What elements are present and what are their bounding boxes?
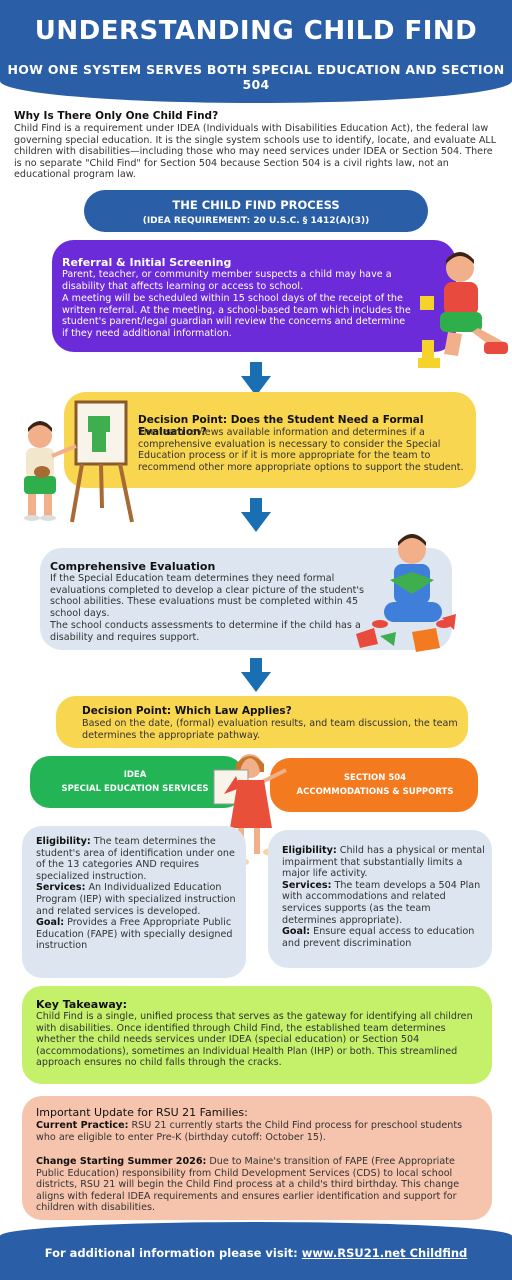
key-takeaway-text: Child Find is a single, unified process … [36,1011,473,1069]
change-2026-label: Change Starting Summer 2026: [36,1156,207,1167]
arrow-down-icon [241,362,271,396]
section-504-services-text: The team develops a 504 Plan with accomm… [282,879,481,926]
evaluation-card [40,548,452,650]
referral-heading: Referral & Initial Screening [62,256,232,269]
key-takeaway-card [22,986,492,1084]
footer-banner [0,1222,512,1280]
child-playing-blocks-illustration [418,252,508,368]
decision-evaluation-text: The team reviews available information a… [138,427,464,473]
arrow-down-icon [241,658,271,692]
intro-heading: Why Is There Only One Child Find? [14,110,219,122]
decision-law-text: Based on the date, (formal) evaluation r… [82,718,458,741]
process-title: THE CHILD FIND PROCESS [172,198,340,212]
current-practice-text: RSU 21 currently starts the Child Find p… [36,1120,463,1143]
child-painting-illustration [24,400,134,523]
page-subtitle: HOW ONE SYSTEM SERVES BOTH SPECIAL EDUCA… [7,62,505,92]
child-drawing-illustration [213,754,287,866]
current-practice-label: Current Practice: [36,1120,129,1131]
evaluation-text-1: If the Special Education team determines… [50,573,364,619]
section-504-eligibility-text: Child has a physical or mental impairmen… [282,845,485,880]
idea-details: Eligibility: The team determines the stu… [36,836,240,952]
section-504-card [268,830,492,968]
arrow-down-icon [241,498,271,532]
header-banner [0,0,512,103]
section-504-title: SECTION 504 [343,773,407,783]
section-504-eligibility-label: Eligibility: [282,845,337,856]
current-practice: Current Practice: RSU 21 currently start… [36,1120,482,1143]
section-504-banner [270,758,478,812]
page-title: UNDERSTANDING CHILD FIND [34,16,478,46]
idea-eligibility-label: Eligibility: [36,836,91,847]
evaluation-heading: Comprehensive Evaluation [50,560,216,573]
idea-goal-label: Goal: [36,917,65,929]
section-504-details: Eligibility: Child has a physical or men… [282,845,486,949]
referral-text-1: Parent, teacher, or community member sus… [62,269,392,292]
section-504-goal-label: Goal: [282,926,311,938]
idea-services-label: Services: [36,882,86,894]
change-2026-text: Due to Maine's transition of FAPE (Free … [36,1156,460,1214]
important-update-heading: Important Update for RSU 21 Families: [36,1106,248,1119]
decision-law-heading: Decision Point: Which Law Applies? [82,705,292,717]
change-2026: Change Starting Summer 2026: Due to Main… [36,1156,482,1214]
idea-goal-text: Provides a Free Appropriate Public Educa… [36,917,233,952]
important-update-card [22,1096,492,1220]
idea-title: IDEA [123,770,147,780]
key-takeaway-heading: Key Takeaway: [36,998,128,1011]
idea-eligibility-text: The team determines the student's area o… [36,836,235,882]
referral-text-2: A meeting will be scheduled within 15 sc… [62,293,411,339]
evaluation-text-2: The school conducts assessments to deter… [50,620,361,643]
idea-subtitle: SPECIAL EDUCATION SERVICES [61,784,209,794]
decision-evaluation-card [64,392,476,488]
process-subtitle: (IDEA REQUIREMENT: 20 U.S.C. § 1412(A)(3… [142,216,370,226]
idea-banner [30,756,244,808]
section-504-subtitle: ACCOMMODATIONS & SUPPORTS [296,787,454,797]
section-504-services-label: Services: [282,879,332,891]
section-504-goal-text: Ensure equal access to education and pre… [282,926,475,949]
process-banner [84,190,428,232]
childfind-link[interactable]: www.RSU21.net Childfind [301,1246,468,1260]
child-origami-illustration [356,534,456,652]
idea-card [22,826,246,978]
decision-law-card [56,696,468,748]
referral-card [52,240,456,352]
idea-services-text: An Individualized Education Program (IEP… [36,882,236,917]
decision-evaluation-heading: Decision Point: Does the Student Need a … [138,414,424,438]
intro-text: Child Find is a requirement under IDEA (… [14,123,497,181]
footer-text: For additional information please visit:… [0,1246,512,1260]
footer-prefix: For additional information please visit: [44,1246,302,1260]
